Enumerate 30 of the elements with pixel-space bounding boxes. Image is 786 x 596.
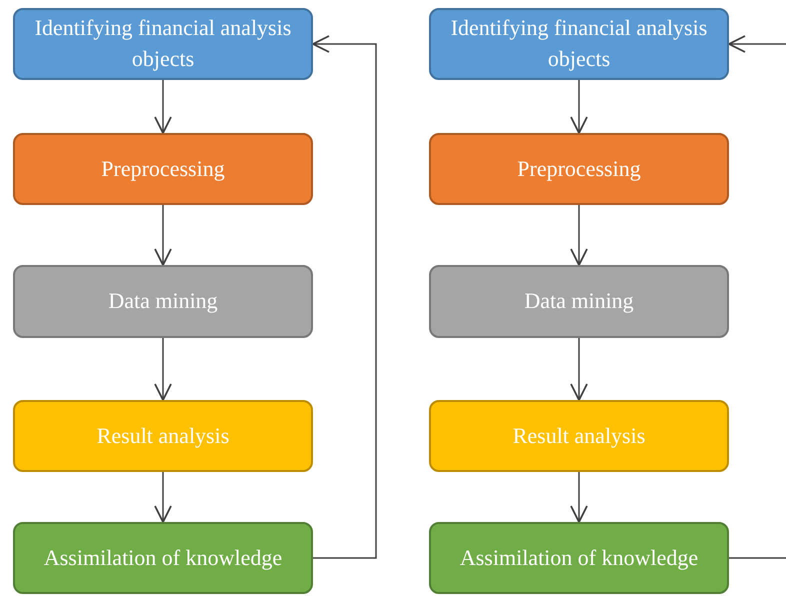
arrow (312, 35, 377, 559)
box-label: Identifying financial analysis objects (450, 14, 708, 73)
arrow (154, 338, 172, 401)
arrow (154, 205, 172, 266)
arrow (570, 338, 588, 401)
process-box (429, 8, 729, 80)
box-label: Result analysis (96, 422, 230, 450)
box-label: Preprocessing (517, 154, 641, 183)
box-label: Assimilation of knowledge (44, 544, 282, 572)
process-box (13, 400, 313, 472)
arrow (570, 205, 588, 266)
arrow (154, 80, 172, 134)
process-box (429, 133, 729, 205)
process-box (429, 400, 729, 472)
box-label: Result analysis (512, 422, 646, 450)
process-box (13, 522, 313, 594)
arrow (570, 472, 588, 523)
process-box (429, 265, 729, 338)
box-label: Data mining (524, 287, 634, 316)
arrow (728, 35, 786, 53)
box-label: Data mining (108, 287, 218, 316)
box-label: Preprocessing (101, 154, 225, 183)
process-box (13, 8, 313, 80)
process-box (429, 522, 729, 594)
arrow (154, 472, 172, 523)
process-box (13, 133, 313, 205)
arrow (570, 80, 588, 134)
box-label: Identifying financial analysis objects (34, 14, 292, 73)
box-label: Assimilation of knowledge (460, 544, 698, 572)
process-box (13, 265, 313, 338)
